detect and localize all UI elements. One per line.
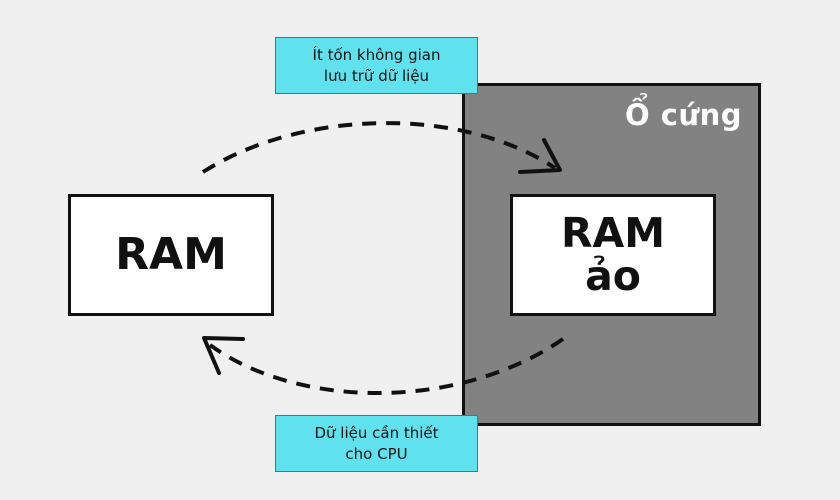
virtual-ram-line-2: ảo [585, 252, 641, 300]
note-bottom-line-2: cho CPU [345, 444, 408, 463]
note-top: Ít tốn không gian lưu trữ dữ liệu [275, 37, 478, 94]
note-bottom-line-1: Dữ liệu cần thiết [314, 424, 439, 443]
arrow-bottom-head [202, 336, 245, 375]
ram-box: RAM [68, 194, 274, 316]
note-bottom: Dữ liệu cần thiết cho CPU [275, 415, 478, 472]
arrow-bottom-curve [208, 337, 565, 395]
arrow-top-head [518, 138, 562, 174]
virtual-ram-box: RAM ảo [510, 194, 716, 316]
ram-label: RAM [115, 228, 227, 280]
note-top-line-1: Ít tốn không gian [312, 46, 441, 65]
note-top-line-2: lưu trữ dữ liệu [323, 66, 430, 85]
arrow-top-curve [201, 121, 557, 174]
virtual-ram-line-1: RAM [560, 208, 666, 257]
hard-disk-label: Ổ cứng [625, 98, 742, 132]
